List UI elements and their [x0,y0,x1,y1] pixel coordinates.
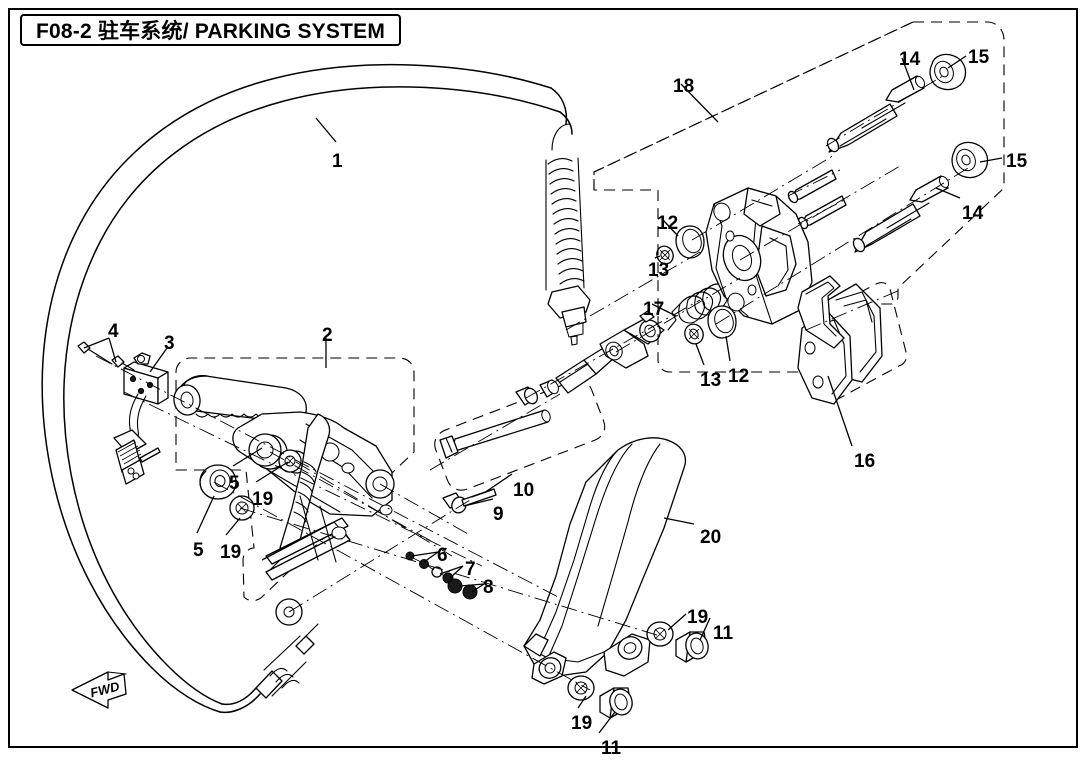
callout-17: 17 [643,299,665,320]
fwd-orientation-arrow [71,671,127,709]
callout-3: 3 [164,333,175,354]
cable-upper-end-fitting [547,285,591,346]
callout-12-b: 12 [728,366,750,387]
callout-9: 9 [493,504,504,525]
part-15-boot-lower [951,141,989,179]
callout-10: 10 [513,480,535,501]
part-20-lever-cover [523,437,687,685]
assembly-center-lines [95,73,969,691]
diagram-title-box: F08-2 驻车系统/ PARKING SYSTEM [20,14,402,46]
leader-lines [83,55,1003,734]
part-long-bolt [439,409,551,459]
callout-19-b: 19 [220,542,242,563]
part-5-bushing-a [199,464,237,500]
part-12-boot-upper [675,225,705,259]
cable-upper-spring-wrap [545,157,585,291]
part-19-washer-b [278,449,302,473]
part-13-clip-lower [684,323,704,345]
callout-5-a: 5 [229,473,240,494]
pawl-spring [293,461,317,523]
callout-7: 7 [465,559,476,580]
group-2-lever-assembly-boundary [175,357,415,602]
group-18-caliper-boundary [593,21,1005,373]
part-3-parking-brake-switch [113,352,169,485]
callout-15-a: 15 [968,47,990,68]
callout-19-d: 19 [571,713,593,734]
callout-15-b: 15 [1006,151,1028,172]
part-11-flange-bolt-a [675,631,709,663]
callout-6: 6 [437,545,448,566]
part-4-switch-bolts [77,341,135,371]
part-caliper-body [705,187,813,325]
page-border [8,8,1078,748]
callout-14-b: 14 [962,203,984,224]
callout-14-a: 14 [899,49,921,70]
callout-11-a: 11 [713,623,734,644]
part-10-hex-bolt [461,488,497,507]
part-1-parking-brake-cable [41,63,591,714]
part-19-washer-d [567,675,595,701]
part-14-slide-pin-upper [826,75,926,153]
part-6-7-8-fastener-chain [405,551,478,600]
group-rod-bolt-boundary [434,379,606,491]
part-caliper-bracket [797,275,845,349]
callout-19-c: 19 [687,607,709,628]
callout-20: 20 [700,527,722,548]
callout-13-a: 13 [648,260,670,281]
callout-2: 2 [322,325,333,346]
part-13-clip-upper [656,245,674,265]
callout-16: 16 [854,451,876,472]
push-rod-assembly [515,310,665,406]
page-title: F08-2 驻车系统/ PARKING SYSTEM [36,20,386,43]
part-5-bushing-b [248,433,282,467]
part-15-boot-upper [929,53,967,91]
callout-12-a: 12 [657,213,679,234]
callout-18: 18 [673,76,695,97]
part-14-slide-pin-lower [852,175,950,253]
part-11-flange-bolt-b [599,687,633,719]
cable-lower-end [219,598,319,714]
callout-13-b: 13 [700,370,722,391]
callout-19-a: 19 [252,489,274,510]
callout-5-b: 5 [193,540,204,561]
callout-8: 8 [483,577,494,598]
callout-11-b: 11 [601,738,622,759]
callout-1: 1 [332,151,343,172]
part-19-washer-c [646,621,674,647]
part-12-boot-lower [707,305,737,339]
part-19-washer-a [229,495,255,521]
callout-4: 4 [108,321,119,342]
